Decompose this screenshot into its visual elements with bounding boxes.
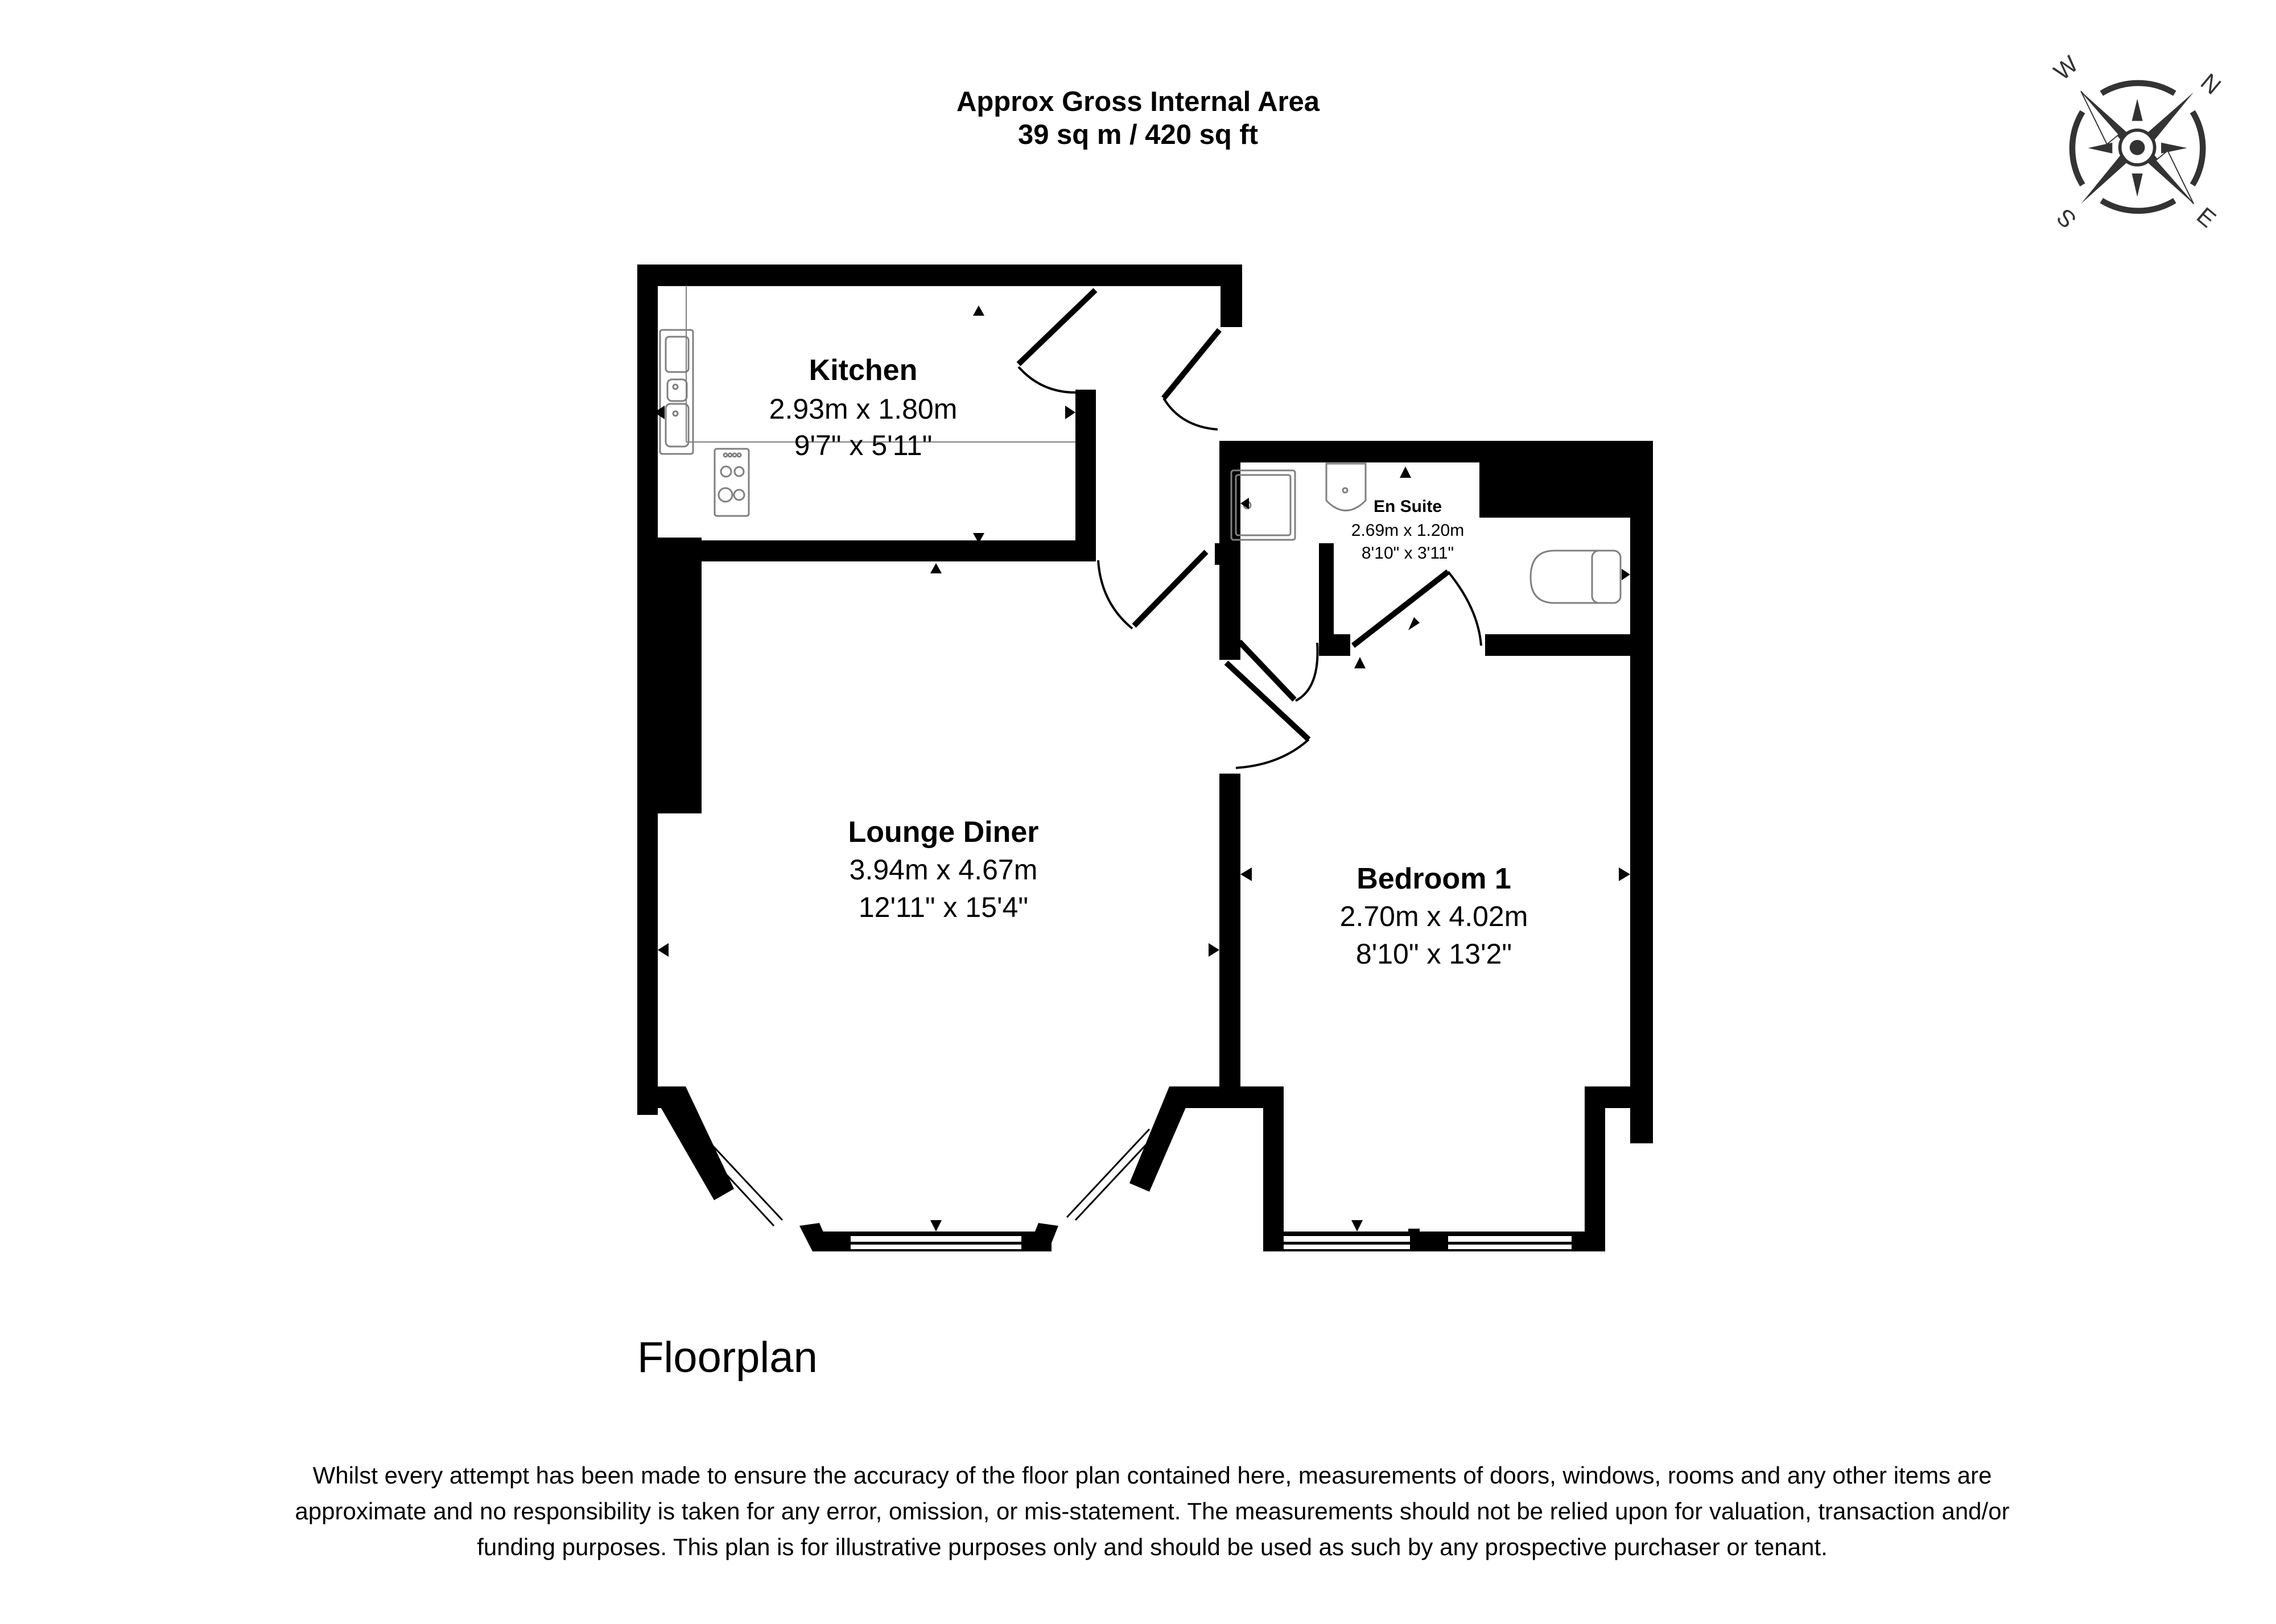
dimension-arrows	[654, 305, 1630, 1232]
room-label-en-suite: En Suite 2.69m x 1.20m 8'10" x 3'11"	[1351, 497, 1464, 563]
bedroom-1-metric: 2.70m x 4.02m	[1340, 900, 1528, 932]
plan-name: Floorplan	[637, 1333, 818, 1382]
lounge-diner-metric: 3.94m x 4.67m	[850, 854, 1038, 886]
doors	[1016, 288, 1482, 769]
shower-tray-icon	[1230, 469, 1296, 541]
windows	[851, 1236, 1572, 1249]
bay-window-glazing	[688, 1128, 1159, 1227]
en-suite-name: En Suite	[1374, 497, 1442, 516]
room-label-lounge-diner: Lounge Diner 3.94m x 4.67m 12'11" x 15'4…	[848, 816, 1038, 923]
toilet-icon	[1529, 549, 1622, 604]
room-label-kitchen: Kitchen 2.93m x 1.80m 9'7" x 5'11"	[769, 354, 958, 461]
kitchen-imperial: 9'7" x 5'11"	[794, 429, 933, 461]
lounge-diner-imperial: 12'11" x 15'4"	[859, 891, 1028, 923]
lounge-diner-name: Lounge Diner	[848, 816, 1038, 849]
kitchen-worktop	[686, 286, 1075, 443]
basin-icon	[1325, 462, 1367, 511]
area-value: 39 sq m / 420 sq ft	[1017, 119, 1259, 150]
en-suite-metric: 2.69m x 1.20m	[1351, 521, 1464, 540]
kitchen-metric: 2.93m x 1.80m	[769, 393, 958, 425]
hob-icon	[714, 448, 750, 517]
area-title: Approx Gross Internal Area	[956, 86, 1320, 117]
gross-internal-area: Approx Gross Internal Area 39 sq m / 420…	[797, 85, 1479, 151]
kitchen-name: Kitchen	[809, 354, 918, 387]
bedroom-1-imperial: 8'10" x 13'2"	[1356, 938, 1512, 970]
en-suite-imperial: 8'10" x 3'11"	[1362, 544, 1454, 563]
room-label-bedroom-1: Bedroom 1 2.70m x 4.02m 8'10" x 13'2"	[1340, 862, 1528, 970]
sink-icon	[659, 329, 694, 455]
disclaimer: Whilst every attempt has been made to en…	[295, 1462, 2010, 1560]
bedroom-1-name: Bedroom 1	[1356, 862, 1511, 895]
walls	[637, 265, 1653, 1251]
compass-rose-icon: W N S E	[2048, 51, 2226, 234]
